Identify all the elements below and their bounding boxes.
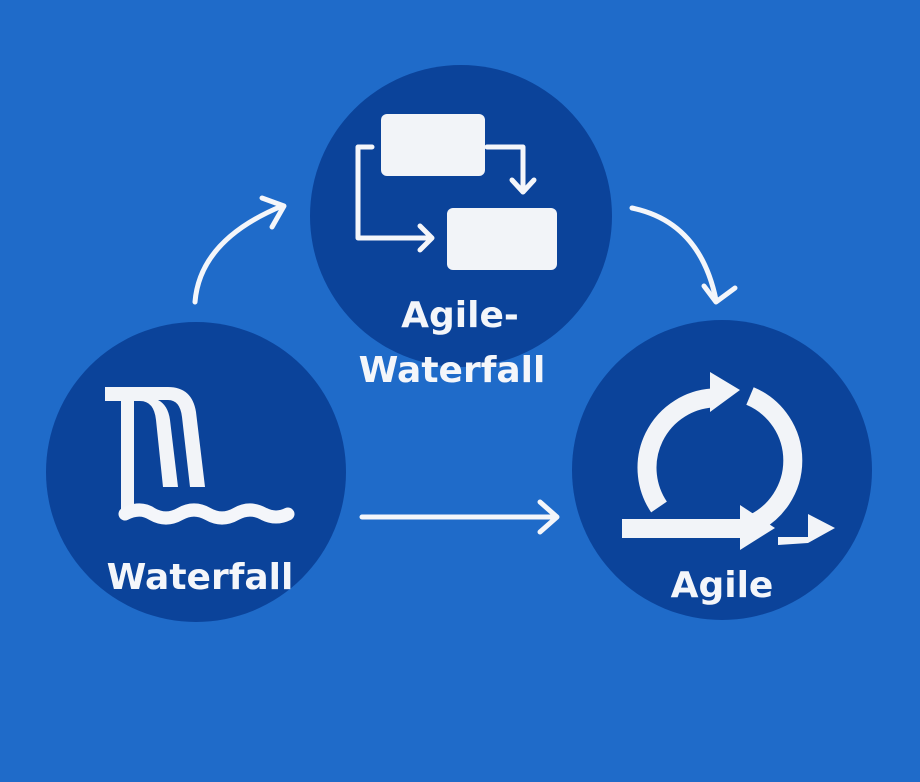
edge-hybrid-to-agile	[629, 205, 738, 305]
edge-waterfall-to-agile	[359, 499, 560, 535]
iteration-cycle-icon	[622, 372, 835, 550]
edge-waterfall-to-hybrid	[192, 195, 287, 305]
node-agile	[572, 320, 872, 620]
node-label-agile-waterfall-line2: Waterfall	[359, 350, 546, 391]
flowchart-icon	[355, 114, 557, 270]
node-label-agile-waterfall-line1: Agile-	[401, 295, 519, 336]
node-label-waterfall: Waterfall	[107, 557, 294, 598]
waterfall-icon	[105, 387, 295, 525]
node-label-agile: Agile	[671, 565, 774, 606]
